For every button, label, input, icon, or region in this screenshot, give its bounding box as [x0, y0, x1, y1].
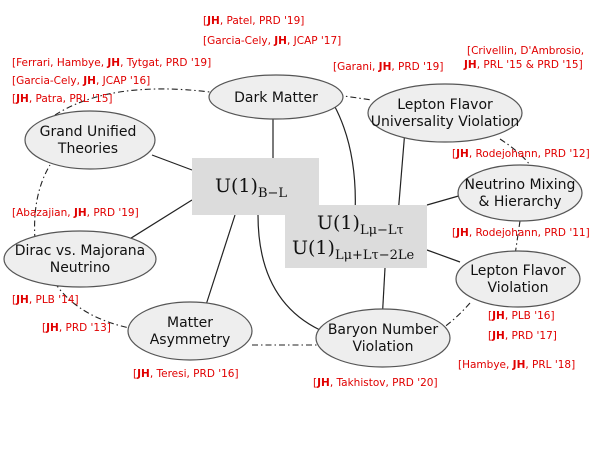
neutrino-mixing-label-2: & Hierarchy [478, 194, 561, 210]
link-bl-dirac [119, 199, 193, 246]
ring-dirac-gut [34, 164, 51, 241]
reference: [JH, Teresi, PRD '16] [133, 368, 239, 380]
b-minus-l-label: U(1)B−L [215, 175, 287, 201]
dirac-majorana-label-2: Neutrino [50, 260, 111, 276]
reference: JH, PRL '15 & PRD '15] [464, 59, 583, 71]
reference: [JH, PLB '16] [488, 310, 555, 322]
link-bl-baryon [257, 214, 321, 331]
matter-asymmetry-node [127, 301, 253, 361]
matter-asymmetry-label-2: Asymmetry [150, 332, 231, 348]
dark-matter-node [208, 74, 344, 120]
connectors [119, 104, 463, 331]
reference: [Abazajian, JH, PRD '19] [12, 207, 139, 219]
ring-gut-dm [54, 88, 211, 116]
link-dm-mutau [333, 104, 356, 216]
mu-tau-label: U(1)Lμ−Lτ [317, 212, 404, 238]
link-bl-matter [204, 214, 236, 309]
neutrino-mixing-node [457, 164, 583, 222]
baryon-violation-label-1: Baryon Number [328, 322, 439, 338]
neutrino-mixing-label-1: Neutrino Mixing [465, 177, 576, 193]
reference: [Crivellin, D'Ambrosio, [467, 45, 585, 57]
reference: [Hambye, JH, PRL '18] [458, 359, 576, 371]
gut-node [24, 110, 156, 170]
reference: [JH, PRD '13] [42, 322, 111, 334]
baryon-violation-node [315, 308, 451, 368]
reference: [JH, Rodejohann, PRD '12] [452, 148, 590, 160]
lfuv-node [367, 83, 523, 143]
lfuv-label-2: Universality Violation [371, 114, 520, 130]
matter-asymmetry-label-1: Matter [167, 315, 213, 331]
reference: [JH, PRD '17] [488, 330, 557, 342]
reference: [JH, Takhistov, PRD '20] [313, 377, 438, 389]
ring-lfuv-numix [499, 138, 531, 166]
reference: [JH, PLB '14] [12, 294, 79, 306]
reference: [JH, Patra, PRL '15] [12, 93, 113, 105]
link-mutau-lfuv [397, 129, 406, 216]
link-mutau-lfv [426, 249, 461, 263]
dirac-majorana-label-1: Dirac vs. Majorana [15, 243, 146, 259]
ring-matter-dirac [54, 282, 141, 331]
dark-matter-label: Dark Matter [234, 90, 318, 106]
reference: [JH, Patel, PRD '19] [203, 15, 305, 27]
link-mutau-numix [426, 194, 463, 206]
reference: [Garani, JH, PRD '19] [333, 61, 444, 73]
reference: [Garcia-Cely, JH, JCAP '16] [12, 75, 151, 87]
lfuv-label-1: Lepton Flavor [397, 97, 493, 113]
lfv-label-2: Violation [487, 280, 548, 296]
dirac-majorana-node [3, 230, 157, 288]
reference: [Ferrari, Hambye, JH, Tytgat, PRD '19] [12, 57, 212, 69]
ring-numix-lfv [514, 220, 521, 256]
gut-label-1: Grand Unified [40, 124, 137, 140]
reference: [Garcia-Cely, JH, JCAP '17] [203, 35, 342, 47]
lfv-node [455, 250, 581, 308]
mu-tau-box [285, 205, 427, 268]
lfv-label-1: Lepton Flavor [470, 263, 566, 279]
mu-tau-e-label: U(1)Lμ+Lτ−2Le [292, 237, 415, 263]
reference: [JH, Rodejohann, PRD '11] [452, 227, 590, 239]
baryon-violation-label-2: Violation [352, 339, 413, 355]
link-bl-gut [151, 154, 193, 171]
gut-label-2: Theories [57, 141, 118, 157]
